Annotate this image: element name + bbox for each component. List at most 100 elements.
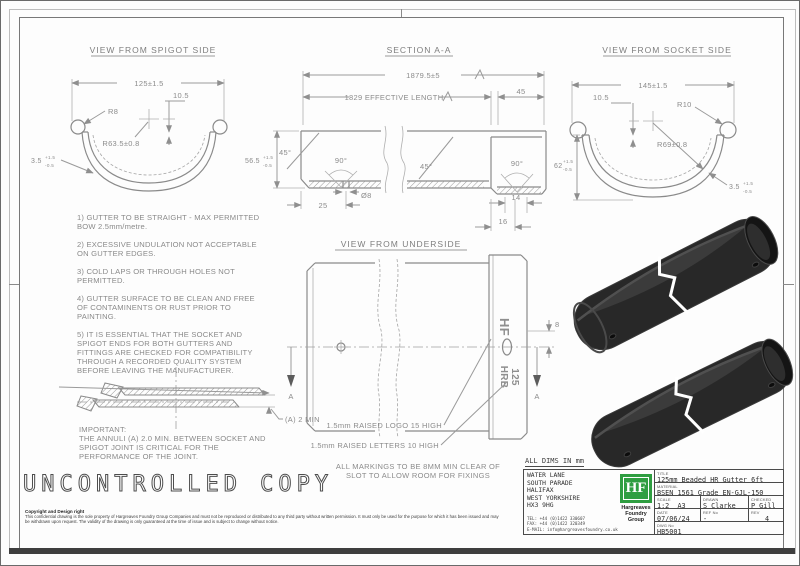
gutter-render-top (572, 216, 779, 354)
scale-value: 1:2 (657, 502, 670, 508)
socket-dim-height-label: 62 (554, 163, 562, 170)
section-cut-marker-right: A (533, 347, 541, 401)
uncontrolled-copy-watermark: UNCONTROLLED COPY (22, 472, 334, 498)
sheet-size-value: A3 (677, 502, 686, 508)
field-drawn: DRAWN S Clarke (701, 496, 749, 508)
section-angle-left: 45° (279, 132, 320, 170)
spigot-dim-width: 125±1.5 (71, 79, 225, 121)
underside-hole (334, 340, 348, 354)
spigot-thickness: 3.5 +1.5 -0.5 (31, 155, 94, 174)
important-heading: IMPORTANT: (79, 425, 127, 434)
company-logo: HF Hargreaves Foundry Group (618, 474, 654, 524)
section-profile (300, 125, 547, 195)
section-dim-25-label: 25 (319, 201, 328, 210)
section-dim-16-label: 16 (499, 217, 508, 226)
ref-value: - (703, 515, 708, 521)
section-title: SECTION A-A (387, 45, 452, 55)
underside-dim-clearance: 8 (527, 320, 559, 358)
section-cut-marker-left: A (287, 347, 295, 401)
section-angle-right: 45° (418, 136, 454, 180)
joint-annulus-dim: (A) 2 MIN (58, 386, 319, 424)
callout-raised-logo: 1.5mm RAISED LOGO 15 HIGH (327, 421, 442, 430)
spigot-dim-offset: 10.5 (163, 91, 189, 145)
ref-label: REF No (703, 510, 719, 515)
section-dim-socket: 45 (497, 87, 545, 125)
title-label: TITLE (657, 471, 669, 476)
section-dim-16: 16 (475, 199, 531, 231)
underside-letters-marking-1: HRB (498, 366, 509, 389)
section-angle-left-label: 45° (279, 148, 291, 157)
spigot-inner-radius-label: R63.5±0.8 (102, 139, 139, 148)
spigot-dim-width-label: 125±1.5 (134, 79, 163, 88)
field-checked: CHECKED P Gill (749, 496, 783, 508)
view-socket-side: VIEW FROM SOCKET SIDE 145±1.5 10.5 R10 R… (554, 45, 753, 201)
rev-label: REV (751, 510, 760, 515)
title-block: WATER LANE SOUTH PARADE HALIFAX WEST YOR… (523, 469, 784, 536)
address-line: WATER LANE (527, 472, 565, 479)
address-line: SOUTH PARADE (527, 479, 573, 487)
underside-title: VIEW FROM UNDERSIDE (341, 239, 462, 249)
email-line: E-MAIL: info@hargreavesfoundry.co.uk (527, 526, 618, 532)
underside-slot (501, 338, 513, 356)
underside-logo-marking: HF (497, 318, 512, 336)
section-90-left: 90° (324, 156, 358, 188)
section-dim-25: 25 (287, 191, 360, 210)
socket-height-tol-plus: +1.5 (563, 159, 573, 164)
material-label: MATERIAL (657, 484, 678, 489)
spigot-bead-radius: R8 (83, 107, 118, 125)
socket-inner-radius: R69±0.8 (652, 122, 704, 170)
checked-value: P Gill (751, 502, 776, 508)
title-value: 125mm Beaded HR Gutter 6ft (657, 476, 764, 484)
material-value: BSEN 1561 Grade EN-GJL-150 (657, 489, 764, 497)
view-underside: VIEW FROM UNDERSIDE HF HRB 125 A A (287, 239, 559, 480)
section-dim-effective-label: 1829 EFFECTIVE LENGTH (345, 93, 444, 102)
callout-raised-letters: 1.5mm RAISED LETTERS 10 HIGH (311, 441, 439, 450)
markings-note-line1: ALL MARKINGS TO BE 8MM MIN CLEAR OF (336, 462, 500, 471)
spigot-thickness-tol-plus: +1.5 (45, 155, 55, 160)
spigot-thickness-tol-minus: -0.5 (45, 163, 54, 168)
title-block-company-cell: WATER LANE SOUTH PARADE HALIFAX WEST YOR… (524, 470, 655, 534)
note-4: 4) GUTTER SURFACE TO BE CLEAN AND FREE O… (77, 294, 255, 321)
section-marker-right-label: A (534, 392, 539, 401)
section-dim-hole: Ø8 (333, 189, 371, 200)
field-rev: REV 4 (749, 509, 783, 521)
socket-thickness: 3.5 +1.5 -0.5 (708, 172, 753, 194)
notes-list: 1) GUTTER TO BE STRAIGHT - MAX PERMITTED… (77, 213, 265, 384)
joint-spigot-piece (76, 395, 241, 412)
address-line: HX3 9HG (527, 502, 554, 510)
underside-dim-clearance-label: 8 (555, 320, 559, 329)
hf-logo-text: HF (623, 477, 649, 500)
spigot-dim-offset-label: 10.5 (173, 91, 189, 100)
sheet-bottom-bar (9, 548, 795, 554)
section-90-left-label: 90° (335, 156, 347, 165)
section-marker-left-label: A (288, 392, 293, 401)
section-dim-height-label: 56.5 (245, 158, 260, 165)
date-value: 07/06/24 (657, 515, 690, 521)
socket-profile (569, 121, 737, 198)
note-2: 2) EXCESSIVE UNDULATION NOT ACCEPTABLE O… (77, 240, 257, 258)
joint-detail: (A) 2 MIN (58, 367, 319, 429)
address-line: HALIFAX (527, 487, 554, 495)
company-address: WATER LANE SOUTH PARADE HALIFAX WEST YOR… (527, 472, 580, 510)
socket-center-cross (643, 111, 663, 131)
socket-dim-width-label: 145±1.5 (638, 81, 667, 90)
section-a-a: SECTION A-A 1879.5±5 (245, 45, 547, 231)
section-dim-14-label: 14 (512, 193, 521, 202)
field-row-scale: SCALE 1:2 A3 DRAWN S Clarke CHECKED P Gi… (655, 496, 783, 509)
socket-dim-height: 62 +1.5 -0.5 (554, 134, 633, 201)
underside-body (306, 254, 528, 440)
note-3: 3) COLD LAPS OR THROUGH HOLES NOT PERMIT… (77, 267, 235, 285)
company-contact: TEL: +44 (0)1422 330607 FAX: +44 (0)1422… (527, 516, 618, 532)
section-height-tol-minus: -0.5 (263, 163, 272, 168)
section-angle-right-label: 45° (420, 162, 432, 171)
spigot-view-title: VIEW FROM SPIGOT SIDE (90, 45, 217, 55)
rev-value: 4 (764, 515, 770, 521)
date-label: DATE (657, 510, 668, 515)
socket-dim-width: 145±1.5 (571, 81, 735, 123)
copyright-heading: Copyright and Design right (25, 509, 85, 514)
field-material: MATERIAL BSEN 1561 Grade EN-GJL-150 (655, 483, 783, 497)
tel-line: TEL: +44 (0)1422 330607 (527, 515, 585, 521)
note-5: 5) IT IS ESSENTIAL THAT THE SOCKET AND S… (77, 330, 253, 375)
dwg-value: HB5001 (657, 528, 682, 536)
